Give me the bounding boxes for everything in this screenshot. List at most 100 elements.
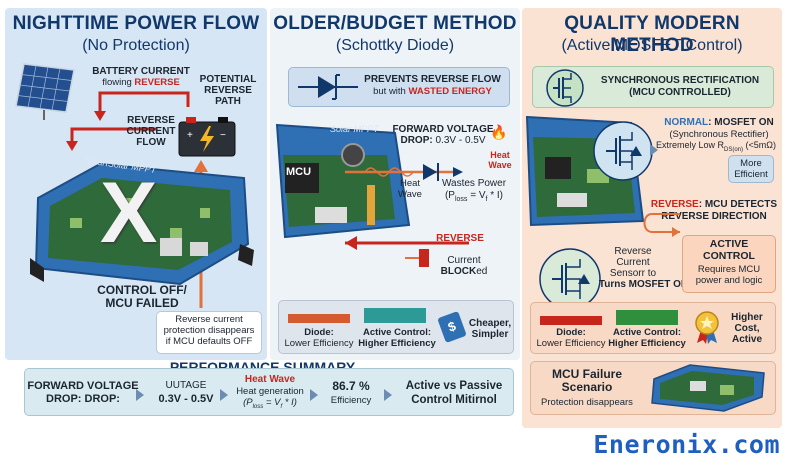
- active-ctrl-line1: ACTIVE: [709, 238, 749, 250]
- summary-arrow-1: [136, 389, 144, 401]
- heat-wave-line1: Heat: [399, 178, 421, 189]
- battery-current-sub-a: flowing: [102, 77, 135, 88]
- current-blocked-b: ed: [476, 266, 488, 277]
- fv-line1: FORWARD VOLTAGE: [392, 124, 494, 135]
- summary-c3-b: = V: [263, 397, 281, 408]
- current-blocked-a: BLOCK: [440, 266, 477, 277]
- control-off-line1: CONTROL OFF/: [97, 283, 187, 297]
- sync-line2: (MCU CONTROLLED): [629, 87, 731, 98]
- normal-line1-b: : MOSFET ON: [708, 117, 774, 128]
- current-blocked-line2: BLOCKed: [434, 266, 494, 277]
- note-line2: protection disappears: [163, 325, 255, 336]
- current-blocked-line1: Current: [447, 255, 481, 266]
- higher-line1: Higher: [731, 312, 763, 323]
- wastes-line1: Wastes Power: [441, 178, 507, 189]
- sensor-line3: Sensorr to: [609, 268, 657, 279]
- failure-device-image: [651, 364, 765, 412]
- panel2-device-brand: Solar MPPT: [330, 124, 379, 134]
- note-line1: Reverse current: [175, 314, 243, 325]
- battery-icon: + −: [178, 117, 236, 157]
- failure-line3: Protection disappears: [541, 397, 633, 408]
- mosfet-symbol-icon: [546, 69, 584, 107]
- p3-active-bar: [616, 310, 678, 325]
- battery-current-sub: flowing REVERSE: [86, 77, 196, 88]
- reverse-detect-arrow: [643, 213, 680, 237]
- reverse-current-line1: REVERSE: [127, 115, 175, 126]
- summary-arrow-2: [220, 389, 228, 401]
- reverse-flow-arrows: [66, 91, 190, 151]
- more-efficient-box: [728, 155, 774, 183]
- normal-line3-sub: DS(on): [724, 146, 744, 153]
- normal-line3-b: (<5mΩ): [743, 140, 777, 150]
- award-badge-icon: [695, 311, 719, 344]
- summary-c3-line1: Heat Wave: [244, 374, 296, 385]
- active-ctrl-line3: Requires MCU: [697, 264, 761, 275]
- summary-c3-sub2: f: [280, 403, 283, 410]
- forward-flow-line: [345, 163, 463, 181]
- prevents-line2: but with WASTED ENERGY: [360, 86, 505, 97]
- p2-active-line2: Higher Efficiency: [358, 338, 436, 349]
- panel1-subtitle: (No Protection): [82, 37, 190, 54]
- summary-c3-sub: loss: [252, 403, 264, 410]
- sync-line1: SYNCHRONOUS RECTIFICATION: [600, 75, 760, 86]
- panel2-title: OLDER/BUDGET METHOD: [273, 13, 517, 34]
- prevents-line1: PREVENTS REVERSE FLOW: [364, 74, 501, 85]
- heat-wave-red-line2: Wave: [488, 160, 512, 170]
- solar-panel-icon: [15, 63, 75, 120]
- mosfet-off-circle: [539, 248, 601, 310]
- cheaper-line1: Cheaper,: [468, 318, 512, 329]
- reverse-detect-a: REVERSE: [650, 199, 699, 210]
- mosfet-on-circle: [593, 121, 653, 181]
- flame-icon-1: 🔥: [490, 124, 508, 140]
- active-ctrl-line4: power and logic: [695, 275, 763, 286]
- failed-x-mark: X: [100, 165, 158, 261]
- panel3-subtitle: (Active MOSFET Control): [561, 37, 743, 54]
- panel3-title: QUALITY MODERN METHOD: [564, 13, 740, 56]
- svg-text:−: −: [220, 130, 226, 141]
- normal-line3-a: Extremely Low R: [655, 140, 725, 150]
- panel2-device-image: [275, 123, 411, 239]
- reverse-current-line3: FLOW: [136, 137, 166, 148]
- fv-line2-b: 0.3V - 0.5V: [435, 135, 486, 146]
- wastes-formula-c: * I): [487, 190, 504, 201]
- diode-efficiency-bar: [288, 314, 350, 323]
- summary-c3-c: * I): [282, 397, 297, 408]
- failure-line1: MCU Failure: [551, 367, 622, 381]
- active-ctrl-line2: CONTROL: [703, 250, 755, 262]
- summary-box: [24, 368, 514, 416]
- p3-diode-line2: Lower Efficiency: [536, 338, 606, 349]
- prevents-line2-a: but with: [373, 86, 409, 97]
- svg-text:+: +: [187, 130, 193, 141]
- sensor-line2: Current: [616, 257, 650, 268]
- p2-diode-line2: Lower Efficiency: [284, 338, 354, 349]
- wastes-formula-a: (P: [444, 190, 455, 201]
- summary-c1-line2: DROP: DROP:: [46, 393, 120, 405]
- arrow-to-normal: [650, 144, 658, 156]
- battery-current-sub-b: REVERSE: [134, 77, 180, 88]
- reverse-detect-line2: REVERSE DIRECTION: [661, 211, 767, 222]
- brand-watermark: Eneronix.com: [593, 430, 780, 459]
- summary-arrow-4: [384, 389, 392, 401]
- panel2-subtitle: (Schottky Diode): [335, 37, 455, 54]
- reverse-detect-b: : MCU DETECTS: [698, 199, 778, 210]
- wastes-formula-b: = V: [467, 190, 486, 201]
- reverse-label: REVERSE: [436, 233, 484, 244]
- reverse-current-line2: CURRENT: [126, 126, 176, 137]
- summary-c3-line3: (Ploss = Vf * I): [224, 397, 316, 413]
- p2-diode-line1: Diode:: [304, 327, 334, 338]
- note-line3: if MCU defaults OFF: [165, 336, 253, 347]
- mcu-chip-label: MCU: [286, 166, 312, 178]
- p3-diode-line1: Diode:: [556, 327, 586, 338]
- wastes-formula: (Ploss = Vf * I): [432, 190, 516, 205]
- normal-line1: NORMAL: MOSFET ON: [660, 117, 778, 128]
- prevents-line2-b: WASTED ENERGY: [408, 86, 492, 97]
- p2-active-line1: Active Control:: [362, 327, 432, 338]
- summary-c2-line1: UUTAGE: [165, 380, 207, 391]
- active-control-box: [682, 235, 776, 293]
- p3-diode-bar: [540, 316, 602, 325]
- panel1-title: NIGHTTIME POWER FLOW: [12, 13, 260, 34]
- p3-active-line1: Active Control:: [612, 327, 682, 338]
- summary-c3-line2: Heat generation: [236, 386, 304, 397]
- more-line1: More: [740, 158, 762, 169]
- summary-c1-line1: FORWARD VOLTAGE: [27, 380, 139, 392]
